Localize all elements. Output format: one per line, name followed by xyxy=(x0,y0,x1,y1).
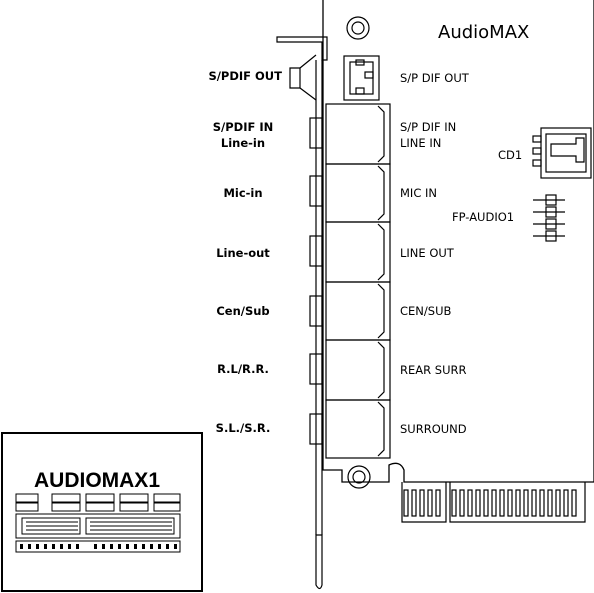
audiomax1-inset: AUDIOMAX1 xyxy=(1,432,203,592)
right-label-line-out: LINE OUT xyxy=(400,246,455,260)
left-label-mic-in: Mic-in xyxy=(223,186,262,200)
right-label-mic-in: MIC IN xyxy=(400,186,437,200)
left-label-rl-rr: R.L/R.R. xyxy=(217,362,269,376)
mounting-hole-bottom xyxy=(347,465,371,489)
left-label-cen-sub: Cen/Sub xyxy=(216,304,269,318)
right-label-line-in: LINE IN xyxy=(400,136,441,150)
right-label-spdif-out: S/P DIF OUT xyxy=(400,71,470,85)
right-label-spdif-in: S/P DIF IN xyxy=(400,120,456,134)
cd1-connector xyxy=(532,127,592,179)
left-label-line-out: Line-out xyxy=(216,246,270,260)
pcb-outline xyxy=(322,0,594,483)
audio-jack-stack xyxy=(309,103,391,459)
fp-audio1-header xyxy=(533,194,565,242)
left-label-line-in: Line-in xyxy=(221,136,265,150)
fp-audio1-label: FP-AUDIO1 xyxy=(452,210,514,224)
inset-title: AUDIOMAX1 xyxy=(34,469,160,492)
cd1-label: CD1 xyxy=(498,148,522,162)
pci-bracket xyxy=(276,36,328,590)
left-label-spdif-out: S/PDIF OUT xyxy=(208,69,282,83)
right-label-surround: SURROUND xyxy=(400,422,467,436)
spdif-out-connector xyxy=(343,55,380,101)
left-label-spdif-in: S/PDIF IN xyxy=(213,120,274,134)
board-title: AudioMAX xyxy=(438,22,529,43)
pcie-gold-fingers xyxy=(403,489,577,517)
mounting-hole-top xyxy=(346,16,370,40)
right-label-cen-sub: CEN/SUB xyxy=(400,304,451,318)
left-label-sl-sr: S.L./S.R. xyxy=(216,421,271,435)
right-label-rear-surr: REAR SURR xyxy=(400,363,466,377)
